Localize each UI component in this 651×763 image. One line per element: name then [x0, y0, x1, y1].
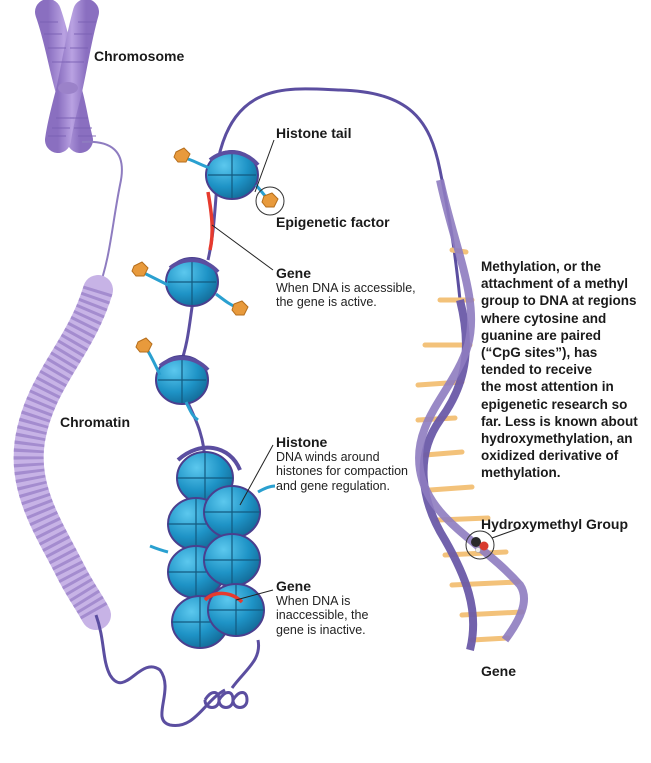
nucleosome-active-3 [155, 355, 210, 405]
methylation-line-8: the most attention in [481, 379, 614, 395]
histone-line-2: histones for compaction [276, 464, 409, 479]
gene-dna-label: Gene [481, 663, 517, 679]
methylation-line-7: tended to receive [481, 362, 593, 378]
epigenetic-factor-label: Epigenetic factor [276, 214, 390, 230]
chromatin-fiber [13, 275, 113, 630]
dna-double-helix [415, 179, 528, 651]
gene-inactive-line-3: gene is inactive. [276, 622, 366, 637]
dna-loops [94, 614, 261, 727]
histone-line-1: DNA winds around [276, 450, 380, 465]
methylation-line-12: oxidized derivative of [481, 448, 619, 464]
chromatin-label: Chromatin [60, 414, 130, 430]
gene-active-line-1: When DNA is accessible, [276, 281, 416, 296]
methylation-line-2: attachment of a methyl [481, 276, 629, 292]
gene-inactive-line-2: inaccessible, the [276, 608, 369, 623]
histone-annotation: Histone DNA winds around histones for co… [276, 434, 408, 493]
nucleosome-active-1 [205, 150, 260, 200]
methylation-line-10: far. Less is known about [481, 413, 638, 429]
histone-tail-label: Histone tail [276, 125, 352, 141]
methylation-line-5: guanine are paired [481, 327, 602, 343]
gene-active-pointer [211, 224, 274, 271]
epigenetic-factors [131, 147, 279, 353]
hydroxymethyl-pointer [491, 527, 521, 539]
hydroxymethyl-molecule [471, 537, 489, 553]
methylation-line-3: group to DNA at regions [481, 293, 637, 309]
methylation-line-1: Methylation, or the [481, 259, 602, 274]
hydroxymethyl-group-label: Hydroxymethyl Group [481, 516, 629, 532]
methylation-line-11: hydroxymethylation, an [481, 431, 633, 447]
gene-inactive-annotation: Gene When DNA is inaccessible, the gene … [276, 578, 368, 637]
histone-title: Histone [276, 434, 328, 450]
gene-inactive-pointer [235, 589, 274, 601]
epigenetic-factor-highlight [255, 186, 285, 216]
active-gene-segment [206, 191, 214, 251]
methylation-description: Methylation, or the attachment of a meth… [481, 258, 651, 482]
chromosome-strand [81, 140, 123, 291]
hydroxymethyl-highlight [465, 530, 495, 560]
gene-active-title: Gene [276, 265, 312, 281]
chromosome-label: Chromosome [94, 48, 185, 64]
nucleosome-active-2 [165, 257, 220, 307]
methylation-line-9: epigenetic research so [481, 396, 628, 412]
histone-line-3: and gene regulation. [276, 478, 390, 493]
methylation-line-13: methylation. [481, 465, 561, 481]
gene-inactive-title: Gene [276, 578, 312, 594]
histone-pointer [239, 444, 274, 506]
methylation-line-4: where cytosine and [481, 310, 607, 326]
gene-active-annotation: Gene When DNA is accessible, the gene is… [276, 265, 416, 310]
gene-inactive-line-1: When DNA is [276, 594, 351, 609]
nucleosome-stack [149, 445, 276, 649]
chromosome-illustration [35, 0, 99, 153]
histone-tail-pointer [254, 139, 275, 193]
gene-active-line-2: the gene is active. [276, 295, 377, 310]
methylation-line-6: (“CpG sites”), has [481, 345, 598, 361]
